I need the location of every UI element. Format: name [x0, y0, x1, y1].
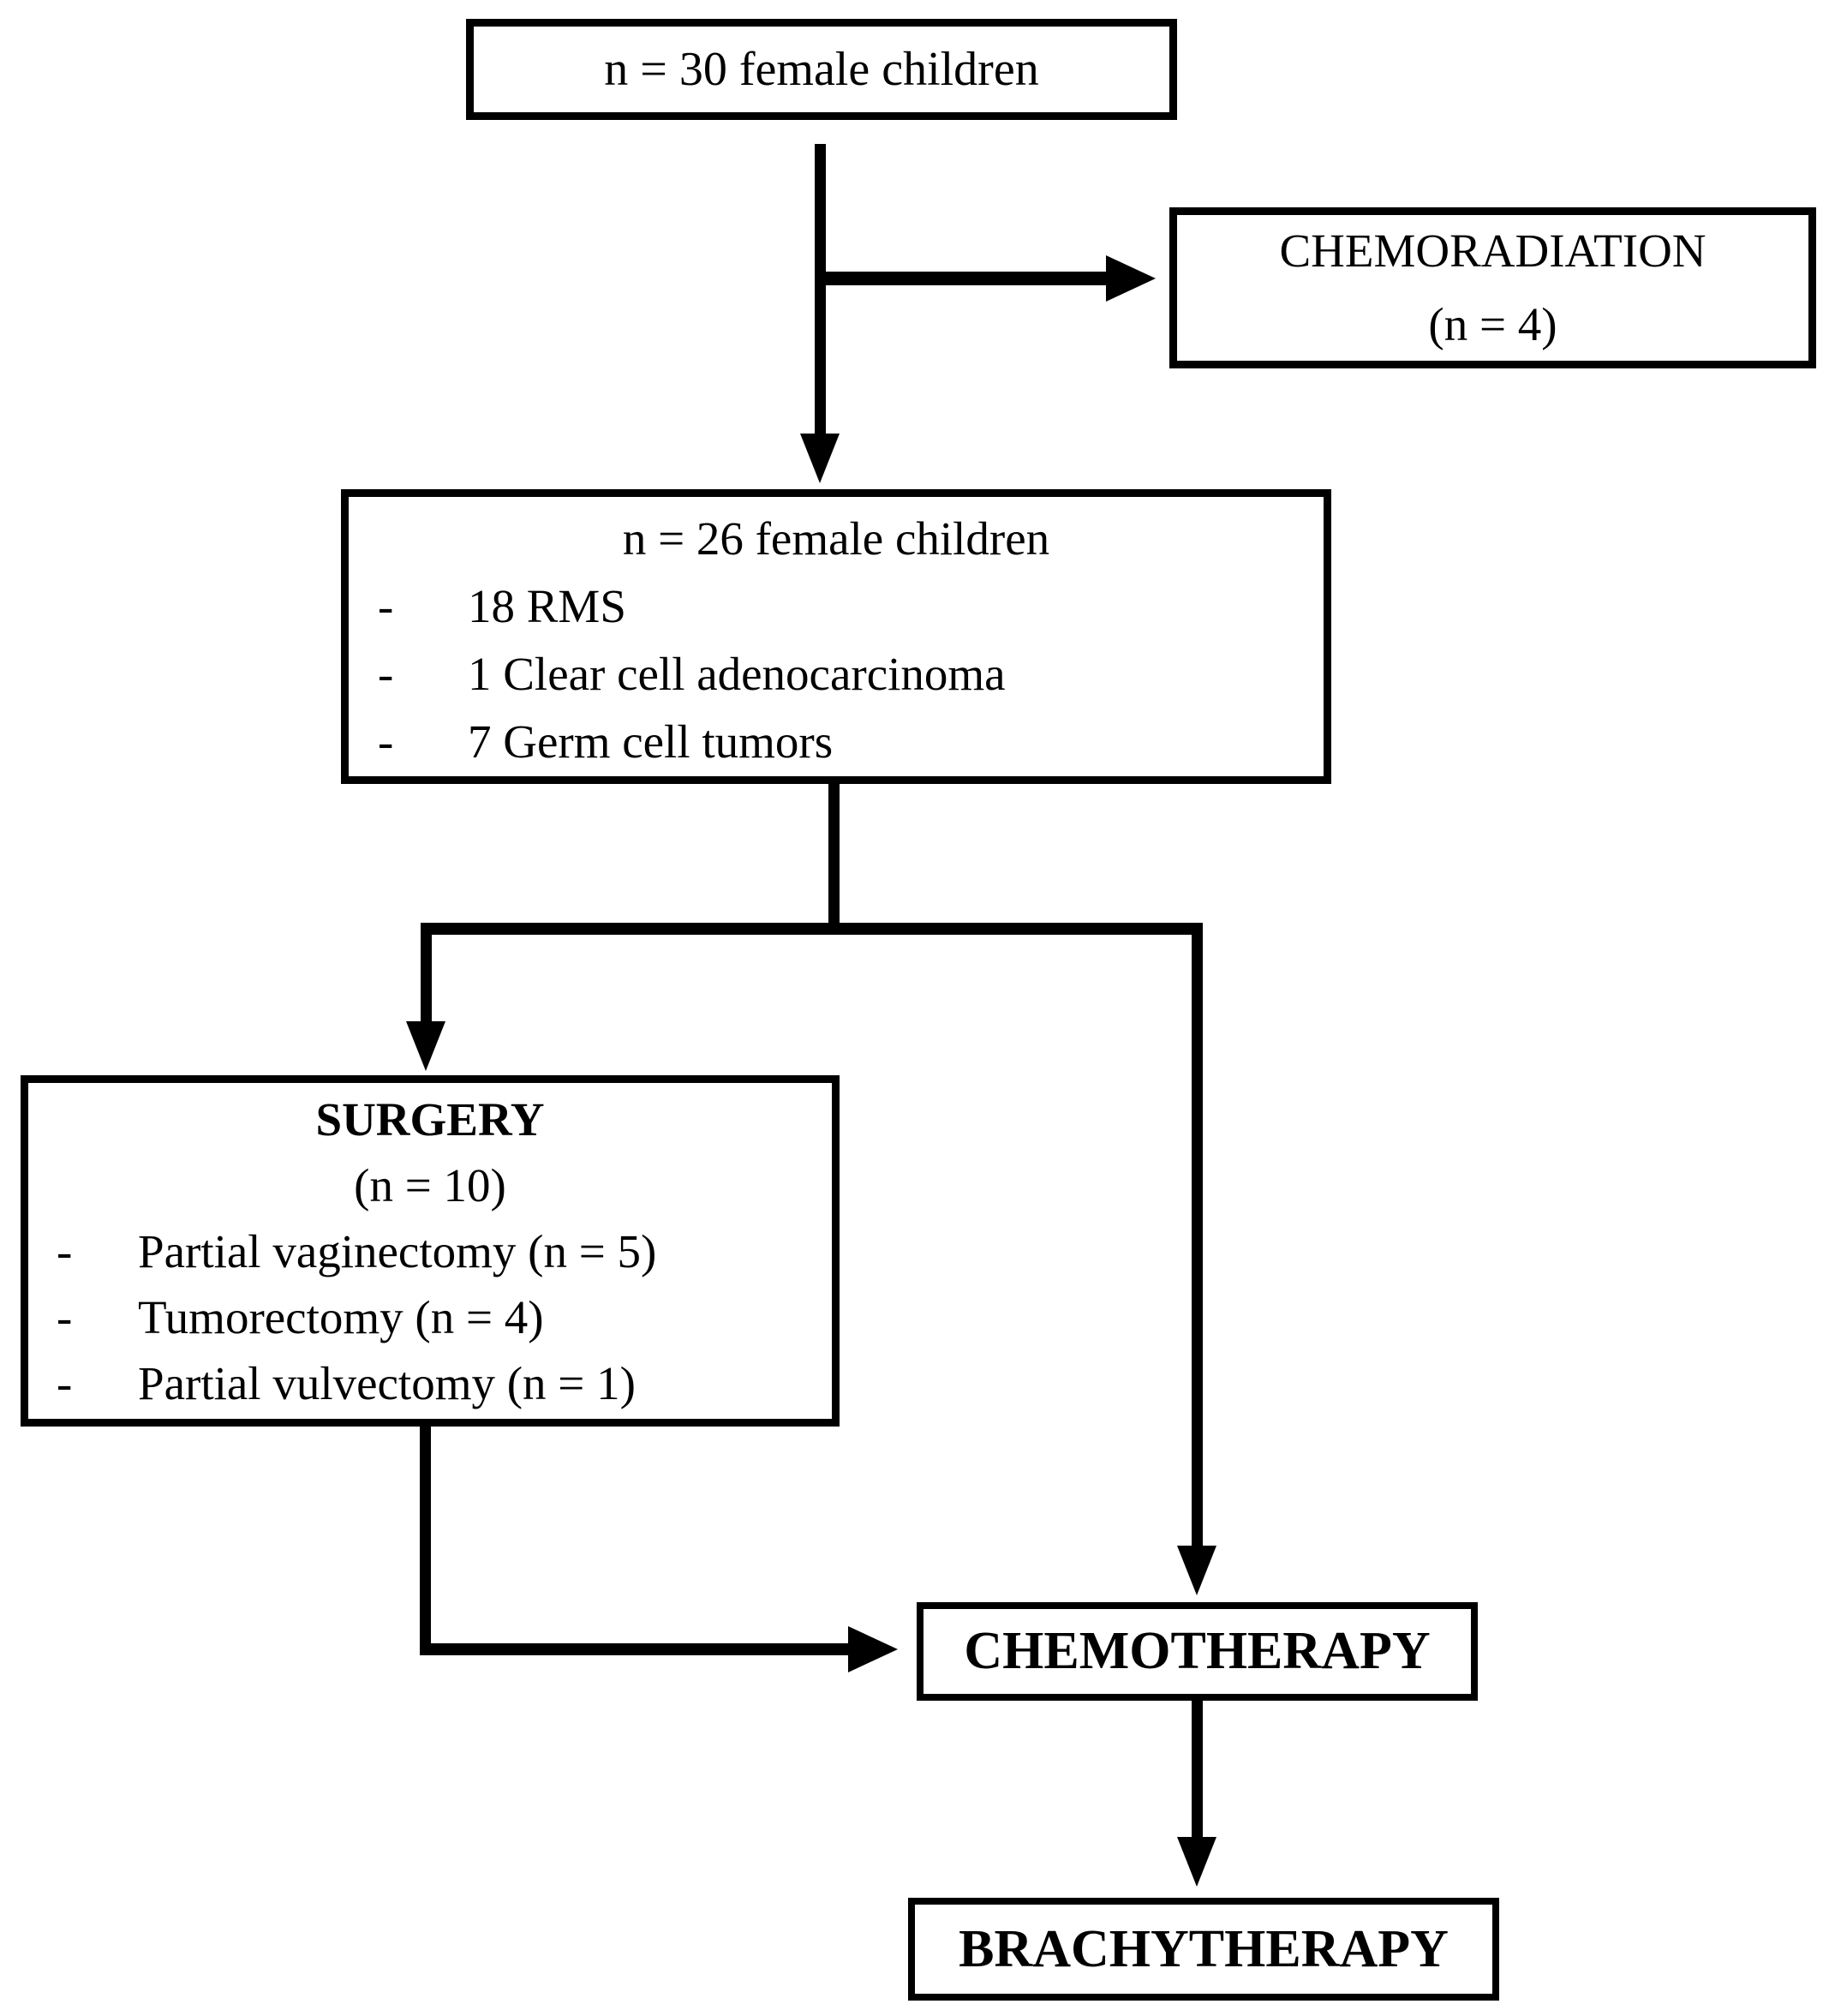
- node-brachytherapy: BRACHYTHERAPY: [908, 1898, 1499, 2001]
- bullet-dash: -: [57, 1290, 73, 1343]
- list-item: - 7 Germ cell tumors: [349, 708, 1324, 775]
- node-cohort-26-title: n = 26 female children: [622, 512, 1050, 565]
- node-chemotherapy: CHEMOTHERAPY: [917, 1602, 1478, 1701]
- bullet-dash: -: [378, 648, 394, 700]
- list-item: - Tumorectomy (n = 4): [28, 1284, 832, 1350]
- list-item: - Partial vulvectomy (n = 1): [28, 1350, 832, 1416]
- node-chemoradiation: CHEMORADIATION (n = 4): [1169, 207, 1816, 368]
- arrowhead-surgery-icon: [406, 1021, 445, 1071]
- connector-cohort30-to-chemoradiation-shaft: [815, 272, 1106, 285]
- bullet-dash: -: [57, 1224, 73, 1277]
- connector-surgery-to-chemotherapy-shaft: [420, 1643, 848, 1655]
- connector-split-to-chemotherapy-shaft: [1192, 923, 1203, 1546]
- node-surgery: SURGERY (n = 10) - Partial vaginectomy (…: [21, 1075, 840, 1427]
- node-cohort-26: n = 26 female children - 18 RMS - 1 Clea…: [341, 489, 1331, 784]
- bullet-dash: -: [378, 580, 394, 632]
- node-cohort-30-label: n = 30 female children: [604, 43, 1039, 96]
- list-item-text: 18 RMS: [468, 580, 626, 632]
- node-surgery-subtitle: (n = 10): [354, 1158, 506, 1211]
- arrowhead-cohort26-icon: [800, 434, 840, 483]
- connector-chemotherapy-to-brachytherapy-shaft: [1192, 1701, 1203, 1838]
- node-brachytherapy-title: BRACHYTHERAPY: [959, 1919, 1449, 1978]
- node-cohort-30: n = 30 female children: [466, 19, 1177, 120]
- list-item: - Partial vaginectomy (n = 5): [28, 1218, 832, 1284]
- arrowhead-chemotherapy-top-icon: [1177, 1546, 1216, 1595]
- arrowhead-chemoradiation-icon: [1106, 255, 1156, 302]
- node-chemoradiation-subtitle: (n = 4): [1428, 298, 1557, 350]
- list-item-text: Tumorectomy (n = 4): [138, 1290, 544, 1343]
- connector-cohort30-to-cohort26-shaft: [815, 144, 826, 435]
- list-item-text: 7 Germ cell tumors: [468, 715, 834, 768]
- list-item-text: Partial vaginectomy (n = 5): [138, 1224, 657, 1277]
- list-item: - 18 RMS: [349, 572, 1324, 640]
- bullet-dash: -: [57, 1356, 73, 1409]
- arrowhead-chemotherapy-left-icon: [848, 1626, 898, 1672]
- list-item: - 1 Clear cell adenocarcinoma: [349, 640, 1324, 708]
- node-surgery-title: SURGERY: [315, 1092, 545, 1146]
- node-chemoradiation-title: CHEMORADIATION: [1279, 224, 1706, 277]
- list-item-text: Partial vulvectomy (n = 1): [138, 1356, 636, 1409]
- list-item-text: 1 Clear cell adenocarcinoma: [468, 648, 1006, 700]
- node-chemotherapy-title: CHEMOTHERAPY: [964, 1622, 1431, 1680]
- connector-split-bar: [421, 923, 1203, 935]
- arrowhead-brachytherapy-icon: [1177, 1837, 1216, 1887]
- connector-cohort26-to-split-shaft: [828, 784, 840, 930]
- bullet-dash: -: [378, 715, 394, 768]
- connector-split-to-surgery-shaft: [421, 923, 432, 1022]
- connector-surgery-down-shaft: [420, 1427, 431, 1655]
